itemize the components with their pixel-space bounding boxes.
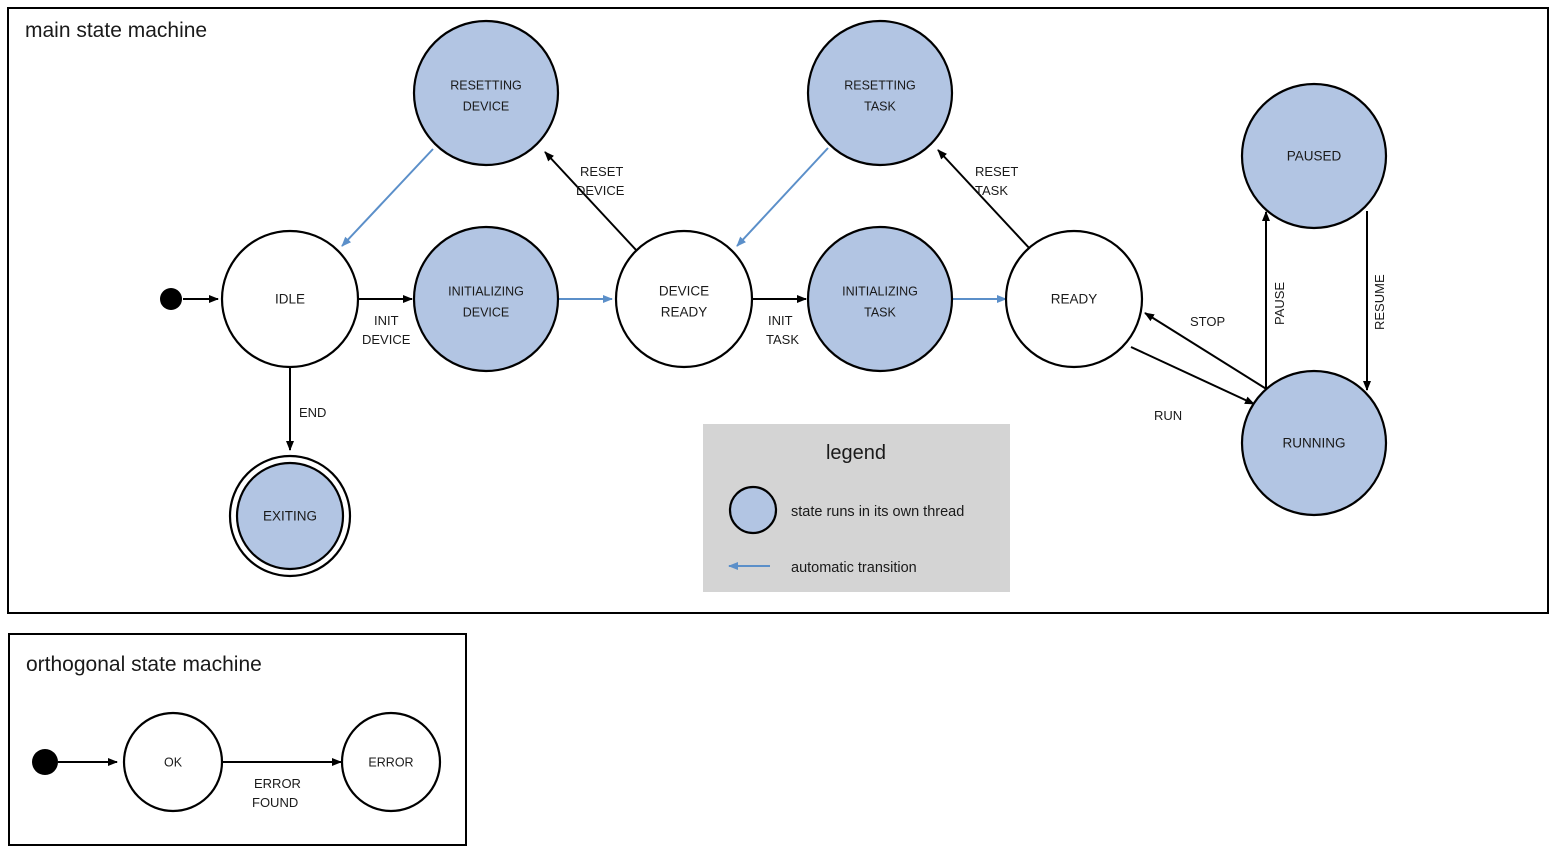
state-device-ready-label-2: READY [661,305,708,320]
state-ok[interactable]: OK [122,711,224,813]
state-initializing-task-label-2: TASK [864,305,896,319]
legend-title: legend [826,442,886,464]
transition-deviceready-resetdev-line [544,151,638,252]
transition-ready-resettask-line [937,149,1032,251]
legend-thread-state-swatch-icon [728,485,778,535]
transition-running-stop-line [1144,312,1269,391]
state-resetting-device-label-1: RESETTING [450,78,522,92]
legend: legend state runs in its own thread auto… [703,424,1010,592]
main-transitions-layer: INIT DEVICE END RESET DEVICE INIT TASK [183,147,1387,451]
state-running-circle[interactable] [1240,369,1388,517]
state-initializing-task[interactable]: INITIALIZING TASK [806,225,954,373]
state-resetting-device-circle[interactable] [412,19,560,167]
state-resetting-task-label-2: TASK [864,99,896,113]
transition-deviceready-resetdev: RESET DEVICE [544,151,638,252]
transition-idle-init-device-label-2: DEVICE [362,332,411,347]
transition-running-pause-label: PAUSE [1272,282,1287,325]
state-paused[interactable]: PAUSED [1240,82,1388,230]
transition-deviceready-inittask: INIT TASK [752,295,807,347]
transition-ortho-ok-error: ERROR FOUND [222,758,342,810]
state-resetting-task[interactable]: RESETTING TASK [806,19,954,167]
transition-paused-resume-label: RESUME [1372,274,1387,330]
state-initializing-device-circle[interactable] [412,225,560,373]
state-device-ready-label-1: DEVICE [659,284,709,299]
legend-item-thread-state: state runs in its own thread [728,485,964,535]
state-ready[interactable]: READY [1004,229,1144,369]
transition-deviceready-resetdev-label-2: DEVICE [576,183,625,198]
state-initializing-device-label-1: INITIALIZING [448,284,524,298]
legend-thread-state-text: state runs in its own thread [791,504,964,520]
transition-ready-resettask: RESET TASK [937,149,1032,251]
transition-ortho-ok-error-label-1: ERROR [254,776,301,791]
transition-resetting-device-idle [341,148,434,247]
orthogonal-initial-state-dot [32,749,58,775]
transition-ortho-ok-error-label-2: FOUND [252,795,298,810]
orthogonal-frame-title: orthogonal state machine [26,653,262,676]
state-idle[interactable]: IDLE [220,229,360,369]
state-ready-label: READY [1051,292,1098,307]
state-device-ready[interactable]: DEVICE READY [614,229,754,369]
state-ready-circle[interactable] [1004,229,1144,369]
state-running[interactable]: RUNNING [1240,369,1388,517]
orthogonal-states-layer: OK ERROR [32,711,442,813]
transition-idle-init-device: INIT DEVICE [358,295,413,347]
transition-resettask-deviceready-line [736,147,829,247]
transition-ready-run-line [1130,346,1255,405]
state-exiting-label: EXITING [263,509,317,524]
transition-resetting-device-idle-line [341,148,434,247]
state-error-circle[interactable] [340,711,442,813]
state-initializing-device-label-2: DEVICE [463,305,510,319]
state-ok-circle[interactable] [122,711,224,813]
main-states-layer: IDLE RESETTING DEVICE INITIALIZING DEVIC… [160,19,1388,578]
state-resetting-task-label-1: RESETTING [844,78,916,92]
state-device-ready-circle[interactable] [614,229,754,369]
state-ok-label: OK [164,755,183,769]
state-paused-circle[interactable] [1240,82,1388,230]
transition-paused-resume: RESUME [1363,211,1387,391]
transition-idle-end: END [286,367,326,451]
orthogonal-transitions-layer: ERROR FOUND [58,758,342,810]
state-resetting-device[interactable]: RESETTING DEVICE [412,19,560,167]
state-exiting[interactable]: EXITING [228,454,352,578]
state-initializing-task-circle[interactable] [806,225,954,373]
state-resetting-task-circle[interactable] [806,19,954,167]
transition-ready-run: RUN [1130,346,1255,423]
transition-running-stop-label: STOP [1190,314,1225,329]
transition-deviceready-inittask-label-2: TASK [766,332,799,347]
transition-ready-run-label: RUN [1154,408,1182,423]
transition-ready-resettask-label-1: RESET [975,164,1018,179]
state-running-label: RUNNING [1283,436,1346,451]
state-error-label: ERROR [368,755,413,769]
transition-running-pause: PAUSE [1262,211,1287,390]
state-error[interactable]: ERROR [340,711,442,813]
transition-idle-end-label: END [299,405,326,420]
transition-running-stop: STOP [1144,312,1269,391]
state-initializing-task-label-1: INITIALIZING [842,284,918,298]
state-resetting-device-label-2: DEVICE [463,99,510,113]
orthogonal-state-machine-frame: orthogonal state machine ERROR FOUND OK … [8,633,467,846]
legend-item-auto-transition: automatic transition [728,560,917,576]
transition-resettask-deviceready [736,147,829,247]
state-exiting-inner-circle[interactable] [235,461,345,571]
transition-deviceready-resetdev-label-1: RESET [580,164,623,179]
initial-state-dot [160,288,182,310]
state-paused-label: PAUSED [1287,149,1342,164]
transition-ready-resettask-label-2: TASK [975,183,1008,198]
legend-auto-transition-text: automatic transition [791,560,917,576]
transition-idle-init-device-label-1: INIT [374,313,399,328]
state-initializing-device[interactable]: INITIALIZING DEVICE [412,225,560,373]
transition-deviceready-inittask-label-1: INIT [768,313,793,328]
state-idle-circle[interactable] [220,229,360,369]
main-frame-title: main state machine [25,19,207,42]
state-idle-label: IDLE [275,292,305,307]
